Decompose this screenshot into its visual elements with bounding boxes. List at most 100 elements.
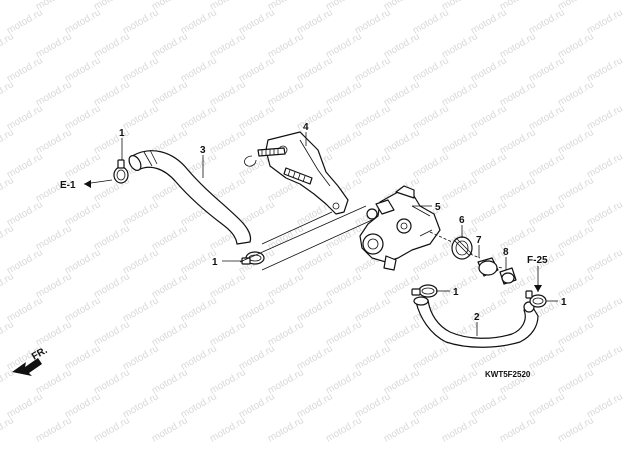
watermark-text: motod.ru	[440, 31, 480, 60]
filter	[451, 236, 473, 260]
watermark-text: motod.ru	[266, 31, 306, 60]
watermark-text: motod.ru	[92, 319, 132, 348]
watermark-text: motod.ru	[0, 319, 16, 348]
watermark-text: motod.ru	[237, 55, 277, 84]
watermark-text: motod.ru	[324, 271, 364, 300]
watermark-text: motod.ru	[440, 367, 480, 396]
watermark-text: motod.ru	[266, 79, 306, 108]
hose-lower	[413, 296, 539, 348]
watermark-text: motod.ru	[179, 295, 219, 324]
watermark-text: motod.ru	[34, 367, 74, 396]
watermark-text: motod.ru	[440, 127, 480, 156]
watermark-text: motod.ru	[63, 151, 103, 180]
watermark-text: motod.ru	[498, 79, 538, 108]
clip-top	[113, 159, 129, 184]
watermark-text: motod.ru	[34, 415, 74, 444]
watermark-text: motod.ru	[527, 151, 567, 180]
watermark-text: motod.ru	[585, 295, 625, 324]
watermark-text: motod.ru	[63, 199, 103, 228]
watermark-text: motod.ru	[208, 127, 248, 156]
ref-e1: E-1	[60, 180, 76, 191]
watermark-text: motod.ru	[295, 55, 335, 84]
watermark-text: motod.ru	[121, 7, 161, 36]
watermark-text: motod.ru	[585, 7, 625, 36]
watermark-text: motod.ru	[150, 223, 190, 252]
watermark-text: motod.ru	[295, 295, 335, 324]
watermark-text: motod.ru	[34, 223, 74, 252]
watermark-text: motod.ru	[266, 415, 306, 444]
callout-clip-low: 1	[453, 287, 459, 298]
watermark-text: motod.ru	[150, 271, 190, 300]
watermark-text: motod.ru	[527, 199, 567, 228]
watermark-text: motod.ru	[353, 343, 393, 372]
valve-body	[359, 185, 441, 271]
watermark-text: motod.ru	[324, 31, 364, 60]
watermark-text: motod.ru	[121, 295, 161, 324]
watermark-text: motod.ru	[353, 151, 393, 180]
watermark-text: motod.ru	[0, 415, 16, 444]
callout-valve: 5	[435, 202, 441, 213]
watermark-text: motod.ru	[63, 7, 103, 36]
clip-low	[411, 284, 438, 298]
f25-arrow-icon	[534, 285, 542, 292]
watermark-text: motod.ru	[92, 223, 132, 252]
watermark-text: motod.ru	[92, 271, 132, 300]
watermark-text: motod.ru	[527, 343, 567, 372]
watermark-text: motod.ru	[295, 391, 335, 420]
watermark-text: motod.ru	[179, 391, 219, 420]
watermark-text: motod.ru	[5, 199, 45, 228]
watermark-text: motod.ru	[324, 127, 364, 156]
watermark-text: motod.ru	[469, 151, 509, 180]
bracket	[244, 131, 349, 215]
watermark-text: motod.ru	[34, 79, 74, 108]
watermark-text: motod.ru	[469, 343, 509, 372]
watermark-text: motod.ru	[324, 223, 364, 252]
watermark-text: motod.ru	[0, 223, 16, 252]
watermark-text: motod.ru	[382, 127, 422, 156]
watermark-text: motod.ru	[411, 7, 451, 36]
watermark-text: motod.ru	[237, 343, 277, 372]
watermark-text: motod.ru	[0, 0, 16, 13]
watermark-text: motod.ru	[266, 319, 306, 348]
watermark-text: motod.ru	[411, 247, 451, 276]
watermark-text: motod.ru	[411, 343, 451, 372]
watermark-text: motod.ru	[585, 391, 625, 420]
watermark-text: motod.ru	[295, 103, 335, 132]
watermark-text: motod.ru	[556, 31, 596, 60]
cap	[477, 257, 499, 277]
front-arrow-icon	[12, 358, 42, 376]
watermark-text: motod.ru	[353, 295, 393, 324]
watermark-text: motod.ru	[92, 127, 132, 156]
watermark-text: motod.ru	[0, 31, 16, 60]
watermark-text: motod.ru	[382, 415, 422, 444]
clip-mid	[241, 251, 265, 265]
watermark-text: motod.ru	[295, 247, 335, 276]
watermark-text: motod.ru	[179, 343, 219, 372]
watermark-text: motod.ru	[324, 415, 364, 444]
watermark-text: motod.ru	[179, 7, 219, 36]
callout-clip-mid: 1	[212, 257, 218, 268]
watermark-text: motod.ru	[63, 295, 103, 324]
watermark-text: motod.ru	[92, 367, 132, 396]
watermark-text: motod.ru	[556, 367, 596, 396]
ref-f25: F-25	[527, 255, 548, 266]
watermark-text: motod.ru	[527, 55, 567, 84]
watermark-text: motod.ru	[498, 31, 538, 60]
watermark-text: motod.ru	[121, 55, 161, 84]
watermark-text: motod.ru	[121, 103, 161, 132]
callout-clip-right: 1	[561, 297, 567, 308]
watermark-text: motod.ru	[150, 415, 190, 444]
clip-right	[525, 290, 547, 308]
watermark-text: motod.ru	[237, 391, 277, 420]
watermark-text: motod.ru	[382, 367, 422, 396]
watermark-text: motod.ru	[382, 271, 422, 300]
watermark-text: motod.ru	[208, 367, 248, 396]
watermark-text: motod.ru	[34, 319, 74, 348]
e1-arrow-icon	[84, 180, 91, 188]
watermark-text: motod.ru	[585, 343, 625, 372]
watermark-text: motod.ru	[5, 295, 45, 324]
watermark-text: motod.ru	[353, 55, 393, 84]
watermark-text: motod.ru	[150, 31, 190, 60]
watermark-text: motod.ru	[382, 31, 422, 60]
